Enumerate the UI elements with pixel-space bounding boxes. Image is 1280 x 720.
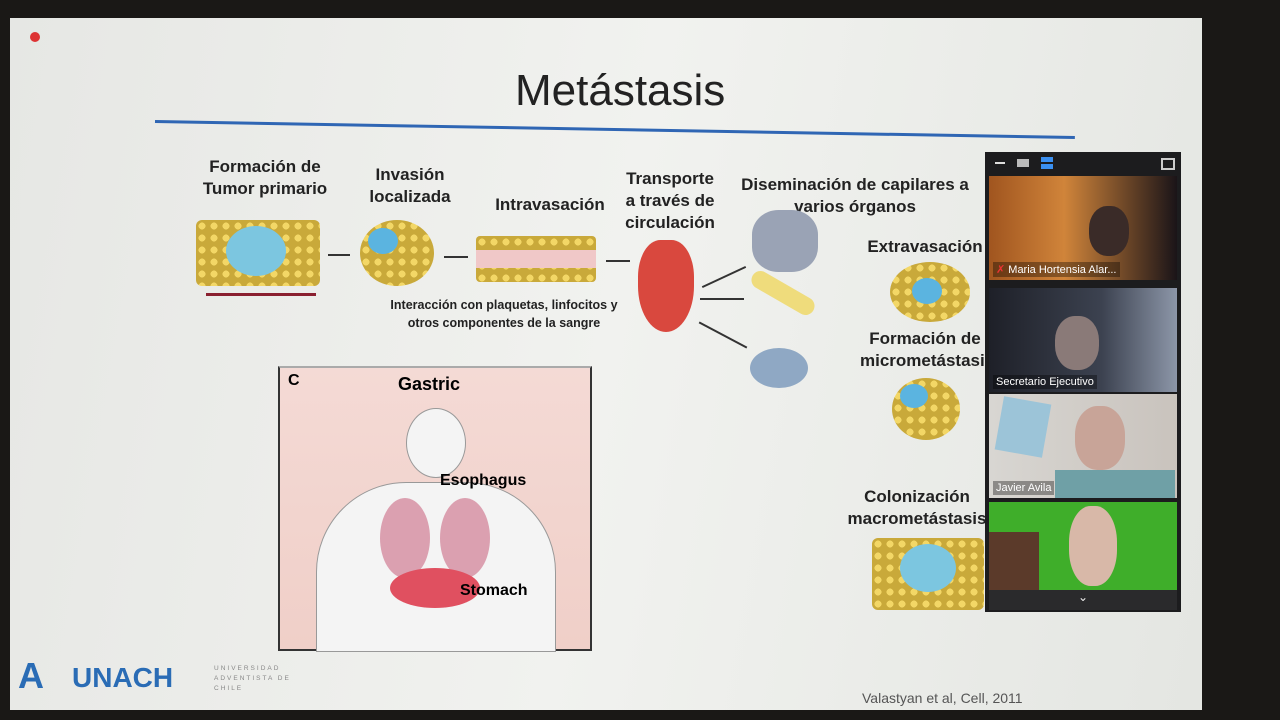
step-label: Colonización macrometástasis	[847, 487, 987, 528]
zoom-gallery-panel: ✗ Maria Hortensia Alar... Secretario Eje…	[985, 152, 1181, 612]
step-label: Transporte a través de circulación	[625, 169, 715, 232]
brain-illustration	[750, 348, 808, 388]
arrow	[701, 265, 747, 289]
vessel-line	[206, 293, 316, 296]
thumbnail-view-icon[interactable]	[1017, 159, 1029, 167]
gallery-view-icon[interactable]	[1041, 157, 1053, 169]
arrow	[444, 256, 468, 258]
micrometastasis-illustration	[892, 378, 960, 440]
invasion-illustration	[360, 220, 434, 286]
unach-logo-icon: A	[18, 655, 44, 696]
step-label: Diseminación de capilares a varios órgan…	[741, 175, 969, 216]
interaction-note: Interacción con plaquetas, linfocitos y …	[390, 298, 618, 330]
arrow	[698, 321, 748, 349]
exit-fullscreen-icon[interactable]	[1161, 158, 1175, 170]
title-divider	[154, 120, 1075, 140]
head-illustration	[406, 408, 466, 478]
stomach-label: Stomach	[460, 582, 528, 599]
participant-name: ✗ Maria Hortensia Alar...	[993, 262, 1120, 277]
participant-name: Secretario Ejecutivo	[993, 375, 1097, 389]
slide-title: Metástasis	[515, 66, 726, 115]
scroll-down-chevron-icon[interactable]: ⌄	[989, 590, 1177, 610]
arrow	[700, 298, 744, 300]
panel-letter: C	[288, 372, 300, 389]
record-indicator-icon	[30, 32, 40, 42]
logo-subtitle: UNIVERSIDAD ADVENTISTA DE CHILE	[214, 665, 291, 692]
torso-illustration	[316, 482, 556, 652]
step-label: Formación de Tumor primario	[202, 157, 328, 198]
participant-tile[interactable]: Javier Avila	[989, 394, 1177, 498]
step-label: Extravasación	[867, 237, 983, 256]
esophagus-label: Esophagus	[440, 472, 527, 489]
lung-right	[440, 498, 490, 578]
participant-tile[interactable]: Secretario Ejecutivo	[989, 288, 1177, 392]
logo-name: UNACH	[72, 662, 174, 693]
lungs-illustration	[752, 210, 818, 272]
primary-tumor-illustration	[196, 220, 320, 286]
macrometastasis-illustration	[872, 538, 984, 610]
muted-icon: ✗	[996, 264, 1009, 276]
extravasation-illustration	[890, 262, 970, 322]
participant-name: Javier Avila	[993, 481, 1055, 495]
step-label: Invasión localizada	[369, 165, 451, 206]
arrow	[328, 254, 350, 256]
lung-left	[380, 498, 430, 578]
arrow	[606, 260, 630, 262]
minimize-icon[interactable]	[995, 162, 1005, 164]
gastric-panel: C Gastric Esophagus Stomach	[278, 366, 592, 652]
citation: Valastyan et al, Cell, 2011	[862, 690, 1023, 706]
participant-tile[interactable]: ✗ Maria Hortensia Alar...	[989, 176, 1177, 280]
step-label: Formación de micrometástasis	[860, 329, 995, 370]
stomach-illustration	[390, 568, 480, 608]
step-label: Intravasación	[495, 195, 605, 214]
panel-title: Gastric	[398, 374, 461, 394]
participant-tile[interactable]	[989, 502, 1177, 606]
heart-illustration	[638, 240, 694, 332]
intravasation-illustration	[476, 236, 596, 282]
bone-illustration	[748, 267, 818, 319]
